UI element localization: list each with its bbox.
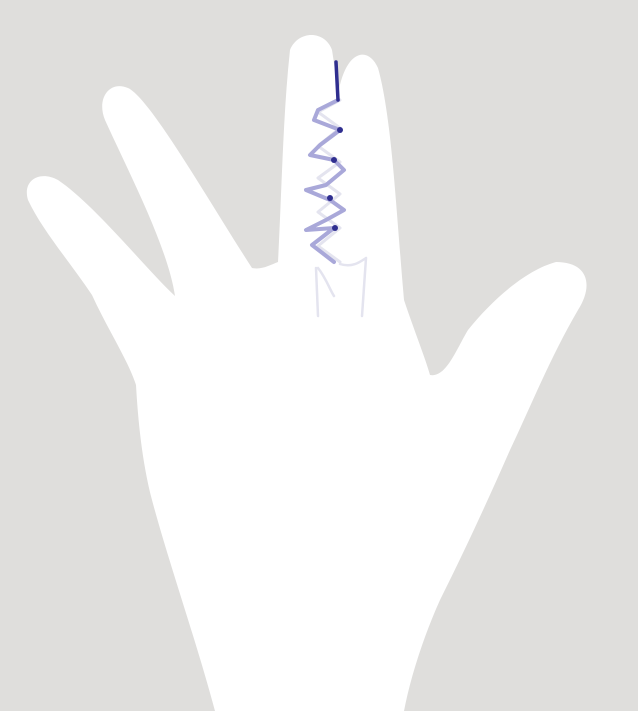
suture-knot-dot [331,157,337,163]
suture-knot-dot [332,225,338,231]
suture-start-segment [336,62,338,100]
suture-knot-dot [337,127,343,133]
suture-knot-dot [327,195,333,201]
